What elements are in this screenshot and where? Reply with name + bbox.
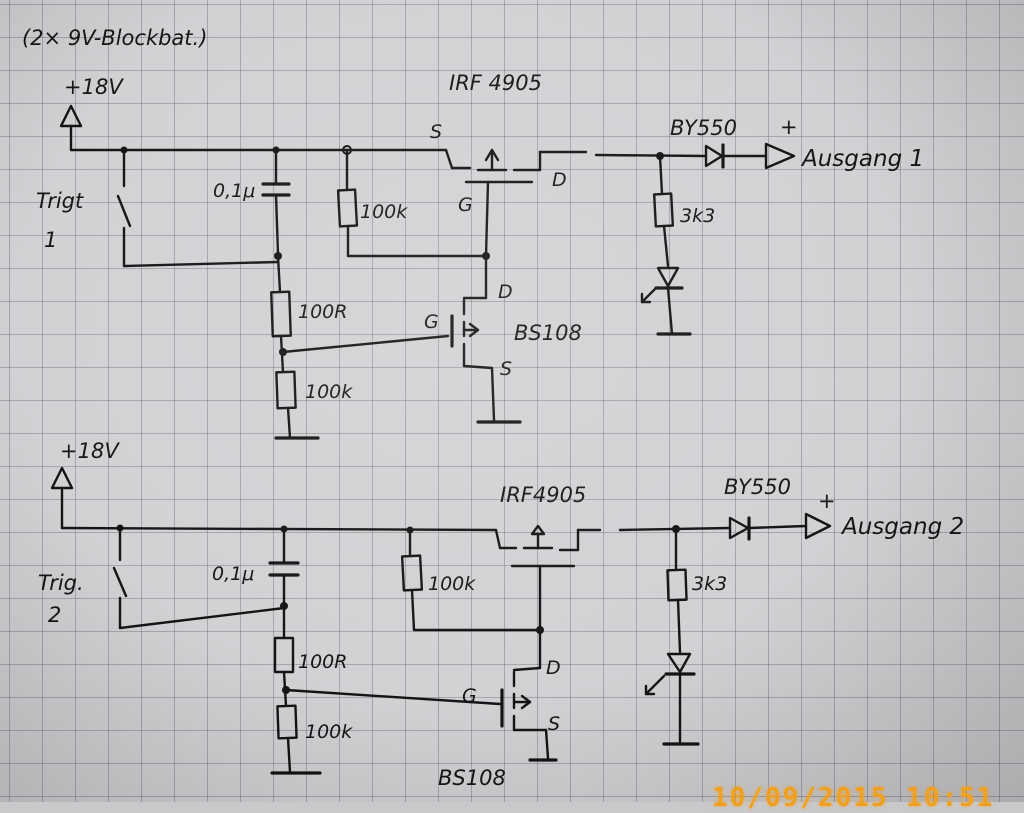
mosfet-n-1 (281, 254, 522, 424)
output-branch-2 (618, 512, 832, 541)
pin-s-label-1: S (430, 121, 442, 143)
mosfet-p-label-2: IRF4905 (500, 483, 586, 507)
diode-label-1: BY550 (670, 116, 737, 140)
resistor-pulldown-1 (274, 370, 320, 440)
top-rail-2 (60, 526, 498, 532)
n-pin-g-label-1: G (424, 311, 439, 333)
r-pulldown-label-1: 100k (305, 381, 353, 403)
mosfet-p-label-1: IRF 4905 (449, 71, 542, 95)
resistor-gate-2 (400, 528, 542, 632)
r-gate-label-2: 100k (428, 573, 476, 595)
resistor-pulldown-2 (270, 704, 322, 775)
r-led-label-2: 3k3 (692, 573, 727, 595)
trigger-switch-2 (112, 526, 286, 630)
n-pin-g-label-2: G (462, 685, 477, 707)
diode-label-2: BY550 (724, 475, 791, 499)
output-label-2: Ausgang 2 (840, 514, 964, 540)
r-series-label-2: 100R (298, 651, 347, 673)
output-label-1: Ausgang 1 (800, 146, 924, 172)
cap-label-1: 0,1μ (213, 180, 255, 202)
cap-label-2: 0,1μ (212, 563, 254, 585)
capacitor-2 (268, 527, 300, 606)
n-pin-s-label-1: S (500, 358, 512, 380)
capacitor-1 (261, 148, 291, 256)
n-pin-d-label-2: D (546, 657, 561, 679)
output-branch-1 (594, 142, 796, 170)
r-led-label-1: 3k3 (680, 205, 715, 227)
sheet-note: (2× 9V-Blockbat.) (22, 26, 207, 50)
supply-symbol-2 (50, 466, 74, 530)
mosfet-p-1 (444, 148, 588, 258)
r-pulldown-label-2: 100k (305, 721, 353, 743)
photo-timestamp: 10/09/2015 10:51 (712, 783, 995, 813)
supply-symbol-1 (59, 104, 83, 152)
trigger-switch-1 (116, 148, 280, 268)
r-gate-label-1: 100k (360, 201, 408, 223)
pin-g-label-1: G (458, 194, 473, 216)
trigger-label-1b: 1 (44, 228, 57, 252)
trigger-label-1: Trigt (36, 189, 84, 213)
mosfet-n-label-2: BS108 (438, 766, 506, 790)
led-branch-1 (640, 154, 692, 336)
supply-label-1: +18V (64, 75, 124, 99)
led-branch-2 (644, 527, 700, 746)
supply-label-2: +18V (60, 439, 120, 463)
output-plus-2: + (818, 489, 836, 513)
n-pin-d-label-1: D (498, 281, 513, 303)
resistor-gate-1 (336, 148, 488, 258)
circuit-1: +18V Trigt 1 0,1μ (36, 71, 924, 440)
n-pin-s-label-2: S (548, 713, 560, 735)
trigger-label-2b: 2 (48, 603, 61, 627)
mosfet-p-2 (494, 524, 602, 632)
mosfet-n-2 (284, 628, 558, 762)
circuit-2: +18V Trig. 2 0,1μ (38, 439, 964, 790)
output-plus-1: + (780, 115, 798, 139)
trigger-label-2: Trig. (38, 571, 84, 595)
pin-d-label-1: D (552, 169, 567, 191)
mosfet-n-label-1: BS108 (514, 321, 582, 345)
r-series-label-1: 100R (298, 301, 347, 323)
